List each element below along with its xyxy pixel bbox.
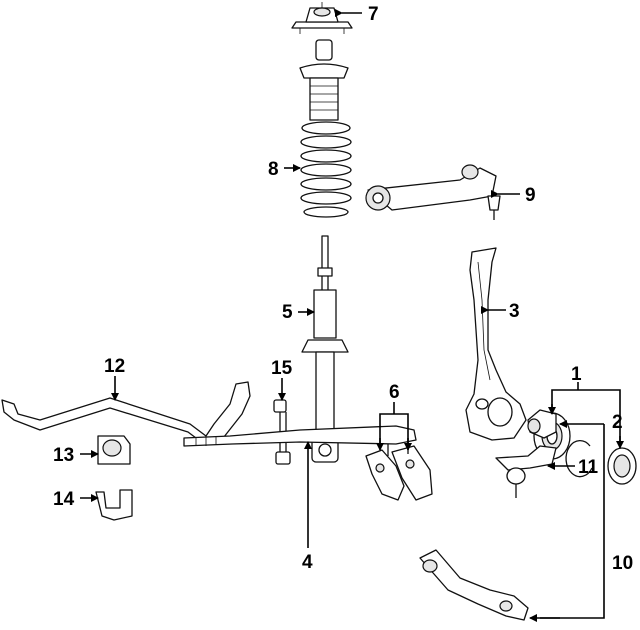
snap-ring-part bbox=[565, 440, 593, 478]
callout-11: 11 bbox=[578, 457, 599, 478]
callout-5: 5 bbox=[282, 302, 293, 323]
callout-2: 2 bbox=[612, 412, 623, 433]
stabilizer-bar-part bbox=[1, 381, 251, 445]
hub-seal-part bbox=[607, 447, 637, 485]
callout-4: 4 bbox=[302, 552, 313, 573]
callout-15: 15 bbox=[271, 358, 293, 379]
callout-7: 7 bbox=[368, 4, 379, 25]
steering-knuckle-part bbox=[465, 247, 527, 441]
callout-6: 6 bbox=[389, 382, 400, 403]
lower-arm-bushing-part bbox=[527, 409, 557, 439]
stabilizer-bracket-part bbox=[95, 489, 133, 521]
leader-lines bbox=[80, 9, 624, 622]
stabilizer-link-part bbox=[273, 399, 291, 465]
brackets-part bbox=[365, 445, 433, 501]
callout-8: 8 bbox=[268, 159, 279, 180]
strut-mount-part bbox=[291, 2, 353, 34]
callout-13: 13 bbox=[53, 445, 74, 466]
callout-14: 14 bbox=[53, 489, 75, 510]
callout-12: 12 bbox=[104, 356, 125, 377]
callout-9: 9 bbox=[525, 185, 536, 206]
callout-10: 10 bbox=[612, 553, 633, 574]
strut-rod-part bbox=[183, 425, 417, 456]
stabilizer-bushing-part bbox=[97, 435, 131, 465]
lower-control-arm-part bbox=[419, 549, 529, 621]
coil-spring-part bbox=[299, 39, 352, 218]
callout-1: 1 bbox=[571, 364, 582, 385]
ball-joint-part bbox=[495, 445, 557, 498]
callout-3: 3 bbox=[509, 301, 520, 322]
upper-control-arm-part bbox=[365, 164, 501, 220]
